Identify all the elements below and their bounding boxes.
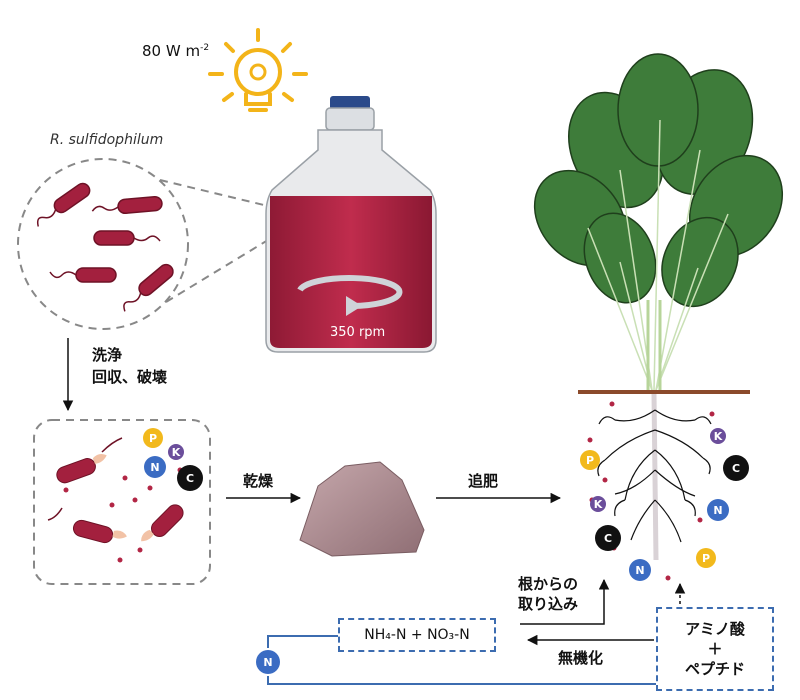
- light-intensity-label: 80 W m-2: [142, 42, 210, 60]
- nutrient-badge-N: N: [707, 499, 729, 521]
- nutrient-badge-K: K: [710, 428, 726, 444]
- amino-peptide-box: アミノ酸 ＋ ペプチド: [656, 607, 774, 691]
- arrow-root-uptake: [520, 578, 610, 625]
- nutrient-badge-N: N: [629, 559, 651, 581]
- svg-text:N: N: [635, 564, 644, 577]
- svg-text:K: K: [594, 498, 603, 511]
- svg-text:K: K: [714, 430, 723, 443]
- mineralization-label: 無機化: [558, 649, 604, 667]
- nutrient-badge-K: K: [168, 444, 184, 460]
- nutrient-badge-P: P: [696, 548, 716, 568]
- svg-text:C: C: [604, 532, 612, 545]
- svg-text:C: C: [186, 472, 194, 485]
- svg-text:N: N: [150, 461, 159, 474]
- svg-text:P: P: [149, 432, 157, 445]
- svg-text:C: C: [732, 462, 740, 475]
- inorganic-nitrogen-box: NH₄-N + NO₃-N: [338, 618, 496, 652]
- shaking-speed-label: 350 rpm: [330, 325, 386, 340]
- dried-powder-pile: [299, 461, 425, 557]
- bacteria-zoom-circle: [17, 158, 269, 330]
- svg-text:P: P: [702, 552, 710, 565]
- plant-roots: [597, 393, 712, 561]
- svg-text:N: N: [263, 656, 272, 669]
- nutrient-badge-K: K: [590, 496, 606, 512]
- bacterium-cell: [123, 263, 174, 312]
- svg-text:K: K: [172, 446, 181, 459]
- svg-text:P: P: [586, 454, 594, 467]
- bacteria-species-label: R. sulfidophilum: [50, 132, 164, 148]
- bacterium-cell: [93, 230, 161, 246]
- bacterium-cell: [36, 182, 91, 227]
- dry-step-label: 乾燥: [243, 472, 274, 490]
- nutrient-badge-C: C: [595, 525, 621, 551]
- bacteria-cells: [36, 182, 174, 312]
- nitrogen-flow-lines: [267, 635, 656, 685]
- fertilize-step-label: 追肥: [468, 472, 499, 490]
- culture-bottle: [265, 96, 437, 353]
- spinach-plant: [533, 53, 784, 392]
- broken-cells-box: [33, 419, 211, 585]
- root-uptake-label: 根からの 取り込み: [518, 575, 579, 613]
- light-bulb-sun-icon: [208, 28, 308, 112]
- nutrient-badge-C: C: [723, 455, 749, 481]
- wash-collect-label: 洗浄 回収、破壊: [92, 346, 168, 386]
- broken-cells: [47, 437, 184, 563]
- nutrient-badge-P: P: [143, 428, 163, 448]
- nutrient-badge-N: N: [144, 456, 166, 478]
- nutrient-badge-C: C: [177, 465, 203, 491]
- bacterium-cell: [49, 267, 117, 283]
- nutrient-badge-P: P: [580, 450, 600, 470]
- bacterium-cell: [91, 195, 163, 215]
- svg-text:N: N: [713, 504, 722, 517]
- nutrient-badge-N: N: [256, 650, 280, 674]
